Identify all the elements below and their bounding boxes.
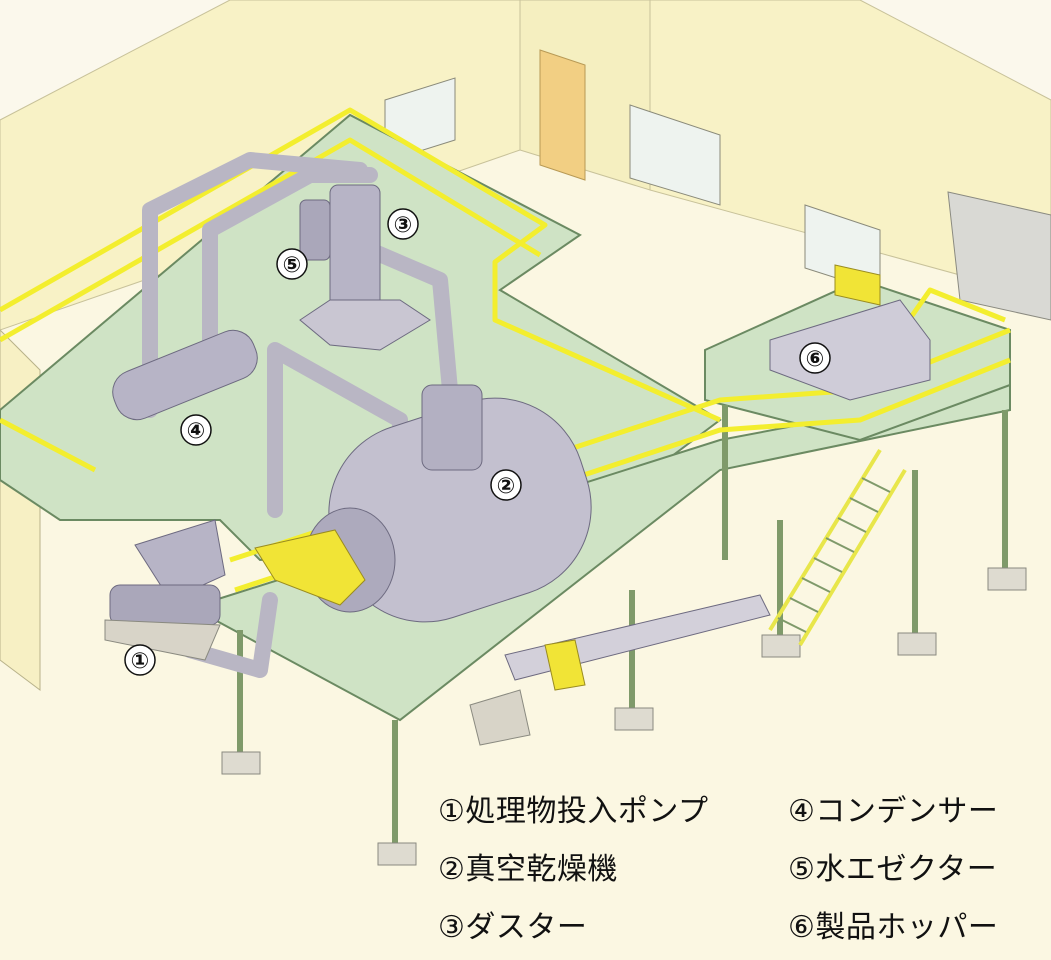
- product-hopper: [769, 299, 931, 401]
- svg-text:④: ④: [187, 419, 206, 444]
- vacuum-dryer-motor-cover: [254, 529, 366, 606]
- input-hopper: [134, 519, 226, 601]
- column-footings: [221, 567, 1027, 866]
- marker-3: ③: [387, 208, 419, 240]
- condenser-body: [112, 329, 258, 421]
- marker-2: ②: [490, 469, 522, 501]
- marker-1: ①: [124, 644, 156, 676]
- legend-item-vacuum-dryer: ②真空乾燥機: [438, 852, 618, 887]
- stair-treads: [777, 477, 891, 633]
- input-pump-body: [109, 584, 221, 626]
- marker-5: ⑤: [276, 248, 308, 280]
- marker-4: ④: [180, 414, 212, 446]
- duster-body: [329, 184, 381, 311]
- conveyor-motor-cover: [544, 639, 586, 691]
- legend-item-water-ejector: ⑤水エゼクター: [788, 852, 998, 887]
- legend: ①処理物投入ポンプ ②真空乾燥機 ③ダスター ④コンデンサー ⑤水エゼクター ⑥…: [438, 786, 1038, 946]
- water-ejector: [299, 199, 331, 261]
- marker-6: ⑥: [799, 342, 831, 374]
- vacuum-dryer-dome: [421, 384, 483, 471]
- product-hopper-motor-cover: [834, 264, 881, 306]
- legend-item-product-hopper: ⑥製品ホッパー: [788, 910, 999, 945]
- legend-item-input-pump: ①処理物投入ポンプ: [438, 794, 709, 829]
- duster-base: [299, 299, 431, 351]
- shutter: [947, 191, 1051, 321]
- door: [539, 49, 586, 181]
- input-pump-base: [104, 619, 221, 661]
- stairs: [768, 448, 907, 647]
- legend-item-duster: ③ダスター: [438, 910, 588, 945]
- conveyor-base: [469, 689, 531, 746]
- svg-text:②: ②: [497, 474, 516, 499]
- svg-text:③: ③: [394, 213, 413, 238]
- svg-text:⑥: ⑥: [806, 347, 825, 372]
- svg-text:①: ①: [131, 649, 150, 674]
- window-middle: [629, 104, 721, 206]
- walkway-platform: [214, 383, 1011, 722]
- svg-text:⑤: ⑤: [283, 253, 302, 278]
- legend-item-condenser: ④コンデンサー: [788, 794, 999, 829]
